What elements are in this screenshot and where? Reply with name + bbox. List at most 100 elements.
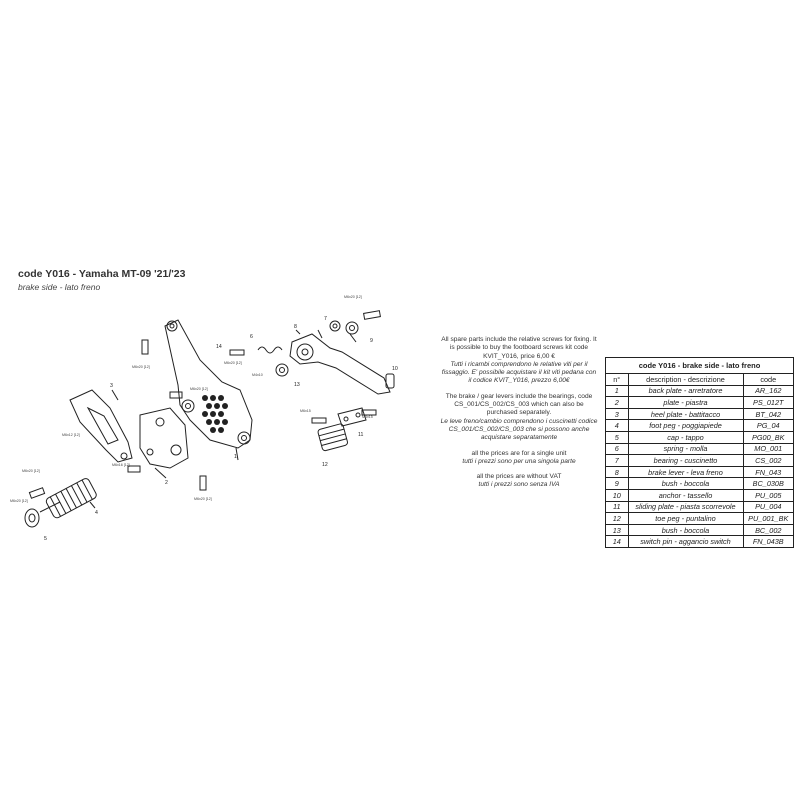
part-description: brake lever - leva freno bbox=[627, 465, 744, 479]
col-header-description: description - descrizione bbox=[627, 374, 744, 386]
part-description: bush - boccola bbox=[627, 477, 744, 490]
part-code: MO_001 bbox=[742, 442, 793, 456]
part-code: BT_042 bbox=[742, 407, 793, 421]
part-number: 2 bbox=[606, 396, 629, 409]
screw-label: M6x20 [12] bbox=[190, 387, 208, 391]
callout-12: 12 bbox=[322, 462, 328, 468]
part-switch-pin bbox=[229, 349, 245, 356]
screw-label: M6x15 bbox=[300, 409, 311, 413]
exploded-parts-diagram: 1 2 3 4 5 6 7 8 9 10 11 12 13 14 M6x20 [… bbox=[10, 295, 398, 542]
part-description: anchor - tassello bbox=[627, 488, 744, 502]
callout-7: 7 bbox=[324, 316, 327, 322]
diagram-hole-grid bbox=[202, 395, 228, 433]
part-bush-13 bbox=[275, 363, 289, 377]
part-number: 1 bbox=[606, 384, 629, 398]
screw-label: M6x12 [12] bbox=[62, 433, 80, 437]
callout-2: 2 bbox=[165, 480, 168, 486]
part-number: 9 bbox=[606, 477, 629, 490]
page-title: code Y016 - Yamaha MT-09 '21/'23 bbox=[18, 268, 186, 280]
table-header-row: n° description - descrizione code bbox=[606, 374, 793, 386]
part-number: 5 bbox=[606, 430, 629, 444]
part-description: switch pin - aggancio switch bbox=[627, 535, 744, 547]
part-anchor bbox=[385, 373, 395, 389]
callout-10: 10 bbox=[392, 366, 398, 372]
note-it: Le leve freno/cambio comprendono i cusci… bbox=[440, 417, 598, 442]
part-description: bearing - cuscinetto bbox=[627, 454, 744, 467]
part-back-plate bbox=[164, 319, 253, 449]
part-plate bbox=[139, 407, 189, 469]
part-number: 3 bbox=[606, 407, 629, 421]
callout-13: 13 bbox=[294, 382, 300, 388]
part-code: PG_04 bbox=[742, 419, 793, 432]
note-en: The brake / gear levers include the bear… bbox=[445, 392, 593, 417]
callout-6: 6 bbox=[250, 334, 253, 340]
part-code: BC_030B bbox=[742, 477, 793, 490]
callout-3: 3 bbox=[110, 383, 113, 389]
note-vat: all the prices are without VAT tutti i p… bbox=[440, 473, 598, 490]
screw-label: M6x20 [12] bbox=[10, 499, 28, 503]
part-description: spring - molla bbox=[627, 442, 744, 456]
part-description: toe peg - puntalino bbox=[627, 512, 744, 525]
part-description: bush - boccola bbox=[627, 523, 744, 537]
part-description: plate - piastra bbox=[627, 396, 744, 409]
callout-9: 9 bbox=[370, 338, 373, 344]
part-foot-peg bbox=[45, 478, 97, 519]
part-code: PU_004 bbox=[742, 500, 793, 514]
page-subtitle: brake side - lato freno bbox=[18, 282, 101, 292]
part-code: BC_002 bbox=[742, 523, 793, 537]
part-description: heel plate - battitacco bbox=[627, 407, 744, 421]
part-number: 13 bbox=[606, 523, 629, 537]
notes-block: All spare parts include the relative scr… bbox=[440, 336, 598, 497]
part-number: 8 bbox=[606, 465, 629, 479]
parts-table-title: code Y016 - brake side - lato freno bbox=[606, 358, 793, 374]
screw-label: M6x20 [12] bbox=[224, 361, 242, 365]
callout-4: 4 bbox=[95, 510, 98, 516]
parts-table: code Y016 - brake side - lato freno n° d… bbox=[605, 357, 794, 548]
screw-label: M6x15 bbox=[362, 415, 373, 419]
part-number: 4 bbox=[606, 419, 629, 432]
part-description: cap - tappo bbox=[627, 430, 744, 444]
part-description: back plate - arretratore bbox=[627, 384, 744, 398]
part-number: 12 bbox=[606, 512, 629, 525]
note-it: tutti i prezzi sono per una singola part… bbox=[462, 457, 576, 465]
part-number: 14 bbox=[606, 535, 629, 547]
part-sliding-plate bbox=[337, 407, 367, 427]
note-en: all the prices are without VAT bbox=[476, 473, 562, 481]
callout-11: 11 bbox=[358, 432, 363, 438]
screw-label: M6x20 [12] bbox=[344, 295, 362, 299]
part-code: AR_162 bbox=[742, 384, 793, 398]
part-cap bbox=[24, 508, 40, 528]
part-number: 7 bbox=[606, 454, 629, 467]
part-code: PG00_BK bbox=[742, 430, 793, 444]
callout-14: 14 bbox=[216, 344, 222, 350]
screw-label: M6x20 [12] bbox=[22, 469, 40, 473]
part-code: PS_012T bbox=[742, 396, 793, 409]
screw-label: M6x20 [12] bbox=[132, 365, 150, 369]
part-code: PU_005 bbox=[742, 488, 793, 502]
callout-1: 1 bbox=[234, 454, 237, 460]
callout-8: 8 bbox=[294, 324, 297, 330]
callout-5: 5 bbox=[44, 536, 47, 542]
part-code: CS_002 bbox=[742, 454, 793, 467]
col-header-number: n° bbox=[606, 374, 629, 386]
part-code: PU_001_BK bbox=[742, 512, 793, 525]
part-number: 6 bbox=[606, 442, 629, 456]
part-bush bbox=[345, 321, 359, 335]
note-screws: All spare parts include the relative scr… bbox=[440, 336, 598, 386]
part-number: 11 bbox=[606, 500, 629, 514]
part-bearing bbox=[329, 320, 341, 332]
part-description: sliding plate - piasta scorrevole bbox=[627, 500, 744, 514]
note-unit: all the prices are for a single unit tut… bbox=[440, 450, 598, 467]
part-description: foot peg - poggiapiede bbox=[627, 419, 744, 432]
note-it: Tutti i ricambi comprendono le relative … bbox=[441, 360, 597, 385]
